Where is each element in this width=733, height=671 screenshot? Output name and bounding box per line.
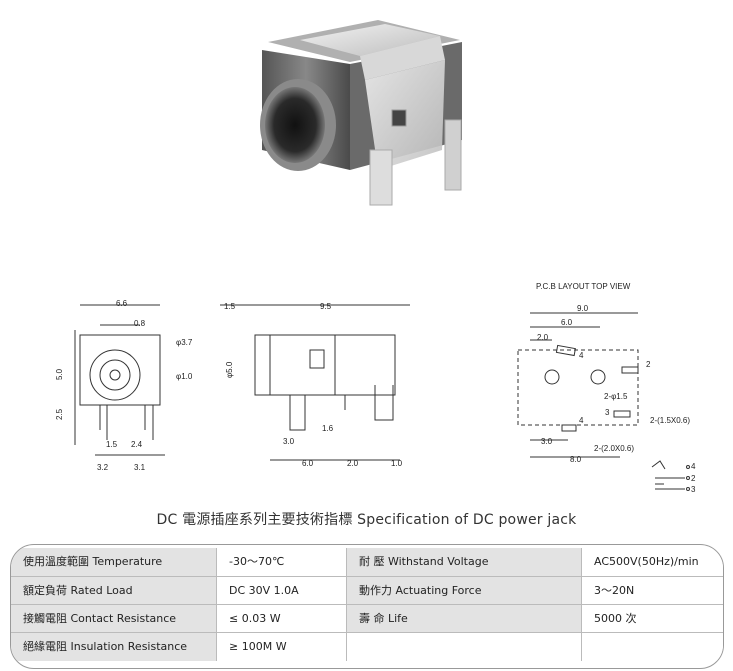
dim-0.8: 0.8 bbox=[134, 319, 146, 328]
pcb-layout-drawing bbox=[517, 312, 690, 491]
pin-3: 3 bbox=[605, 408, 610, 417]
contact-resistance-label: 接觸電阻 Contact Resistance bbox=[11, 605, 216, 633]
dim-3.0-pcb: 3.0 bbox=[541, 437, 553, 446]
dim-5.0: 5.0 bbox=[55, 368, 64, 380]
actuating-force-value: 3～20N bbox=[581, 577, 723, 605]
empty-label bbox=[346, 633, 581, 661]
empty-value bbox=[581, 633, 723, 661]
table-row: 絕緣電阻 Insulation Resistance ≥ 100M W bbox=[11, 632, 723, 661]
rated-load-label: 額定負荷 Rated Load bbox=[11, 577, 216, 605]
pin-4-top: 4 bbox=[579, 351, 584, 360]
rated-load-value: DC 30V 1.0A bbox=[216, 577, 346, 605]
withstand-voltage-label: 耐 壓 Withstand Voltage bbox=[346, 548, 581, 576]
dim-6.0-pcb: 6.0 bbox=[561, 318, 573, 327]
front-view-drawing bbox=[74, 304, 165, 456]
dim-1.6: 1.6 bbox=[322, 424, 334, 433]
withstand-voltage-value: AC500V(50Hz)/min bbox=[581, 548, 723, 576]
pcb-layout-title: P.C.B LAYOUT TOP VIEW bbox=[536, 282, 631, 291]
contact-resistance-value: ≤ 0.03 W bbox=[216, 605, 346, 633]
temperature-value: -30～70℃ bbox=[216, 548, 346, 576]
product-photo bbox=[260, 20, 462, 206]
dim-2.5: 2.5 bbox=[55, 408, 64, 420]
pin-4-bottom: 4 bbox=[579, 416, 584, 425]
life-value: 5000 次 bbox=[581, 605, 723, 633]
dim-3.0-side: 3.0 bbox=[283, 437, 295, 446]
temperature-label: 使用溫度範圍 Temperature bbox=[11, 548, 216, 576]
dim-phi3.7: φ3.7 bbox=[176, 338, 193, 347]
spec-caption: DC 電源插座系列主要技術指標 Specification of DC powe… bbox=[156, 512, 577, 528]
dim-2.4: 2.4 bbox=[131, 440, 143, 449]
side-view-drawing bbox=[220, 304, 410, 461]
insulation-resistance-label: 絕緣電阻 Insulation Resistance bbox=[11, 633, 216, 661]
insulation-resistance-value: ≥ 100M W bbox=[216, 633, 346, 661]
dim-9.5: 9.5 bbox=[320, 302, 332, 311]
dim-1.5-side: 1.5 bbox=[224, 302, 236, 311]
life-label: 壽 命 Life bbox=[346, 605, 581, 633]
pin-2: 2 bbox=[646, 360, 651, 369]
dim-6.6: 6.6 bbox=[116, 299, 128, 308]
dim-6.0-side: 6.0 bbox=[302, 459, 314, 468]
dim-2.0-side: 2.0 bbox=[347, 459, 359, 468]
dim-phi5.0: φ5.0 bbox=[225, 361, 234, 378]
dim-2-2.0x0.6: 2-(2.0X0.6) bbox=[594, 444, 635, 453]
table-row: 使用溫度範圍 Temperature -30～70℃ 耐 壓 Withstand… bbox=[11, 548, 723, 576]
dim-2.0-pcb: 2.0 bbox=[537, 333, 549, 342]
actuating-force-label: 動作力 Actuating Force bbox=[346, 577, 581, 605]
dim-2-1.5x0.6: 2-(1.5X0.6) bbox=[650, 416, 691, 425]
dim-3.2: 3.2 bbox=[97, 463, 109, 472]
dim-9.0: 9.0 bbox=[577, 304, 589, 313]
schematic-pin-2: 2 bbox=[691, 474, 696, 483]
dim-3.1: 3.1 bbox=[134, 463, 146, 472]
dim-1.5: 1.5 bbox=[106, 440, 118, 449]
table-row: 接觸電阻 Contact Resistance ≤ 0.03 W 壽 命 Lif… bbox=[11, 604, 723, 633]
schematic-pin-3: 3 bbox=[691, 485, 696, 494]
dim-2-phi1.5: 2-φ1.5 bbox=[604, 392, 628, 401]
dim-1.0-side: 1.0 bbox=[391, 459, 403, 468]
schematic-pin-4: 4 bbox=[691, 462, 696, 471]
dim-8.0: 8.0 bbox=[570, 455, 582, 464]
spec-table: 使用溫度範圍 Temperature -30～70℃ 耐 壓 Withstand… bbox=[10, 544, 724, 669]
table-row: 額定負荷 Rated Load DC 30V 1.0A 動作力 Actuatin… bbox=[11, 576, 723, 605]
dim-phi1.0: φ1.0 bbox=[176, 372, 193, 381]
